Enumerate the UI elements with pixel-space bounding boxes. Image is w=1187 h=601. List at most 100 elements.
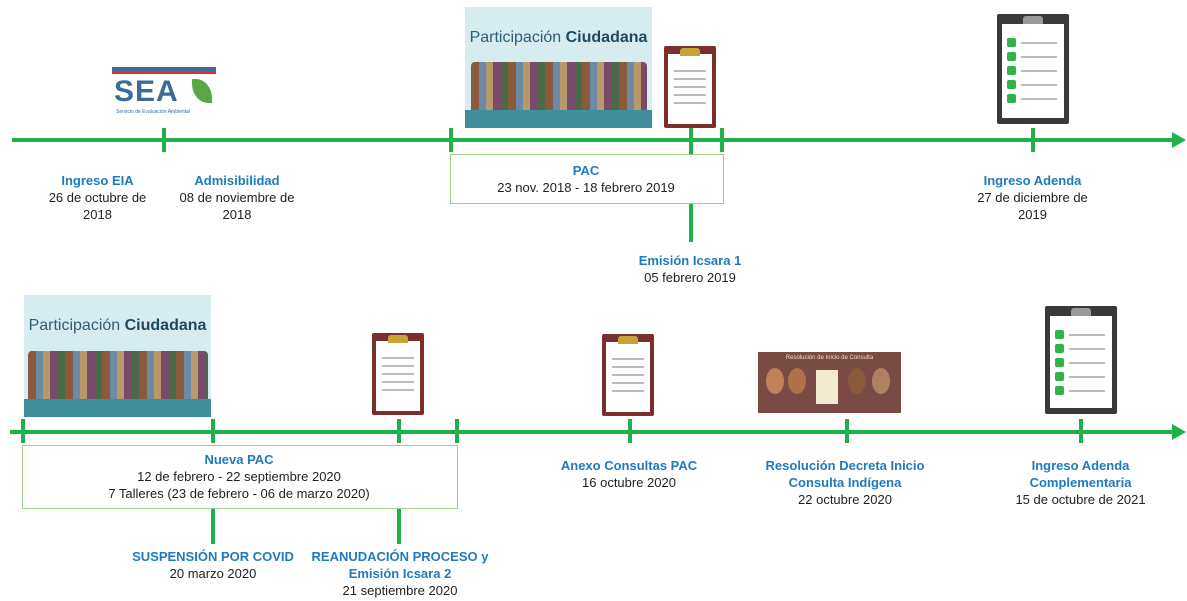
tick-nueva-pac-end <box>455 419 459 443</box>
event-reanudacion: REANUDACIÓN PROCESO y Emisión Icsara 2 2… <box>311 549 489 598</box>
event-resolucion: Resolución Decreta Inicio Consulta Indíg… <box>765 458 925 507</box>
clipboard-clip <box>680 48 700 56</box>
tick-anexo <box>628 419 632 443</box>
event-pac: PAC 23 nov. 2018 - 18 febrero 2019 <box>497 163 675 195</box>
check-icon <box>1007 38 1016 47</box>
timeline-top <box>12 138 1172 142</box>
checklist-clip <box>1071 308 1091 316</box>
checklist-line <box>1069 390 1105 392</box>
connector-icsara1 <box>689 202 693 242</box>
tick-covid <box>211 419 215 443</box>
tick-icsara1 <box>689 128 693 154</box>
check-icon <box>1055 344 1064 353</box>
checklist-line <box>1069 334 1105 336</box>
checklist-line <box>1021 56 1057 58</box>
resolucion-image-caption: Resolución de Inicio de Consulta <box>785 355 874 361</box>
checklist-line <box>1021 70 1057 72</box>
event-admisibilidad: Admisibilidad 08 de noviembre de 2018 <box>179 173 295 222</box>
tick-adenda-comp <box>1079 419 1083 443</box>
logo-bar-red <box>112 71 216 74</box>
connector-reanudacion <box>397 508 401 544</box>
resolucion-image: Resolución de Inicio de Consulta <box>758 352 901 413</box>
check-icon <box>1055 372 1064 381</box>
event-covid: SUSPENSIÓN POR COVID 20 marzo 2020 <box>132 549 294 581</box>
clipboard-clip <box>388 335 408 343</box>
timeline-top-arrow <box>1172 132 1186 148</box>
check-icon <box>1055 330 1064 339</box>
event-adenda: Ingreso Adenda 27 de diciembre de 2019 <box>977 173 1088 222</box>
face-icon <box>848 368 866 394</box>
clipboard-line <box>612 382 644 384</box>
banner-ground <box>465 110 652 128</box>
clipboard-line <box>612 358 644 360</box>
event-adenda-comp: Ingreso Adenda Complementaria 15 de octu… <box>1015 458 1146 507</box>
check-icon <box>1007 52 1016 61</box>
clipboard-paper <box>668 54 712 124</box>
checklist-line <box>1069 348 1105 350</box>
sea-logo: SEA Servicio de Evaluación Ambiental <box>112 67 216 119</box>
document-icon <box>816 370 838 404</box>
nueva-pac-box <box>22 445 458 509</box>
banner-title: Participación Ciudadana <box>469 29 648 46</box>
tick-adenda <box>1031 128 1035 152</box>
event-anexo: Anexo Consultas PAC 16 octubre 2020 <box>560 458 698 490</box>
banner-ground <box>24 399 211 417</box>
check-icon <box>1055 386 1064 395</box>
checklist-icon <box>1045 306 1117 414</box>
logo-bar <box>112 67 216 71</box>
checklist-line <box>1021 42 1057 44</box>
timeline-bottom-arrow <box>1172 424 1186 440</box>
clipboard-line <box>674 78 706 80</box>
people-group-icon <box>471 62 647 116</box>
logo-text: SEA <box>114 75 179 108</box>
tick-pac-start <box>449 128 453 152</box>
clipboard-icon <box>372 333 424 415</box>
tick-reanudacion <box>397 419 401 443</box>
clipboard-line <box>382 373 414 375</box>
check-icon <box>1007 80 1016 89</box>
clipboard-line <box>612 366 644 368</box>
logo-leaf-icon <box>192 79 212 103</box>
clipboard-icon <box>602 334 654 416</box>
clipboard-paper <box>376 341 420 411</box>
checklist-line <box>1069 362 1105 364</box>
checklist-clip <box>1023 16 1043 24</box>
check-icon <box>1007 94 1016 103</box>
clipboard-line <box>674 102 706 104</box>
checklist-line <box>1021 84 1057 86</box>
face-icon <box>766 368 784 394</box>
clipboard-clip <box>618 336 638 344</box>
face-icon <box>788 368 806 394</box>
clipboard-line <box>674 94 706 96</box>
clipboard-line <box>674 86 706 88</box>
clipboard-line <box>382 357 414 359</box>
pac-box <box>450 154 724 204</box>
clipboard-line <box>612 374 644 376</box>
participacion-banner-top: Participación Ciudadana <box>465 7 652 128</box>
connector-covid <box>211 508 215 544</box>
clipboard-icon <box>664 46 716 128</box>
participacion-banner-bottom: Participación Ciudadana <box>24 295 211 417</box>
tick-resolucion <box>845 419 849 443</box>
checklist-line <box>1021 98 1057 100</box>
logo-subtitle: Servicio de Evaluación Ambiental <box>116 109 190 115</box>
checklist-line <box>1069 376 1105 378</box>
event-icsara1: Emisión Icsara 1 05 febrero 2019 <box>638 253 742 285</box>
clipboard-line <box>382 389 414 391</box>
clipboard-line <box>382 365 414 367</box>
tick-ingreso-eia <box>162 128 166 152</box>
tick-nueva-pac-start <box>21 419 25 443</box>
face-icon <box>872 368 890 394</box>
checklist-icon <box>997 14 1069 124</box>
clipboard-paper <box>606 342 650 412</box>
clipboard-line <box>382 381 414 383</box>
clipboard-line <box>612 390 644 392</box>
tick-pac-end <box>720 128 724 152</box>
check-icon <box>1007 66 1016 75</box>
event-nueva-pac: Nueva PAC 12 de febrero - 22 septiembre … <box>108 452 370 501</box>
people-group-icon <box>28 351 208 405</box>
clipboard-line <box>674 70 706 72</box>
event-ingreso-eia: Ingreso EIA 26 de octubre de 2018 <box>48 173 147 222</box>
banner-title: Participación Ciudadana <box>28 317 207 334</box>
timeline-bottom <box>10 430 1174 434</box>
